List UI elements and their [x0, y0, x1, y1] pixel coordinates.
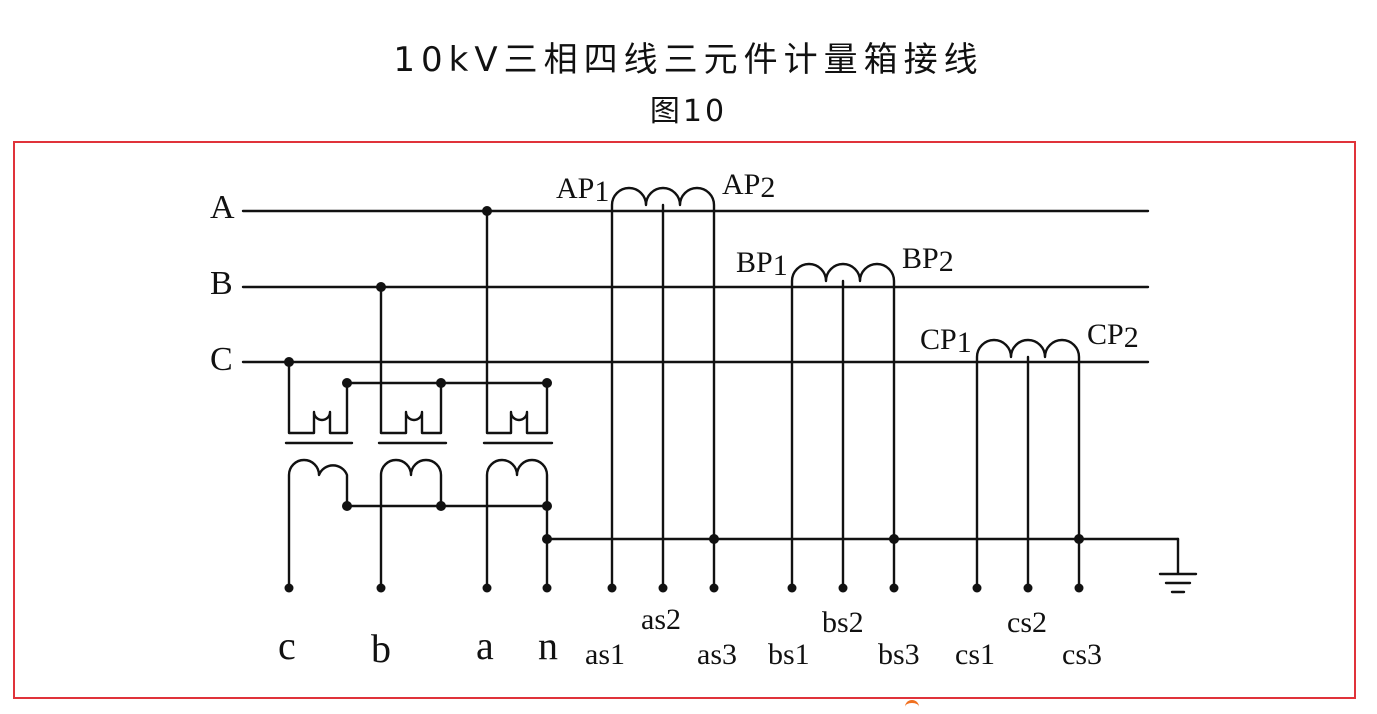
ct-b-p1-label: BP1: [736, 246, 788, 282]
ground-icon: [1158, 537, 1198, 594]
terminal-as3: as3: [697, 638, 737, 671]
terminal-bs1: bs1: [768, 638, 810, 671]
terminal-cs2: cs2: [1007, 606, 1047, 639]
terminal-cs3: cs3: [1062, 638, 1102, 671]
ct-a-p1-label: AP1: [556, 172, 609, 208]
terminal-as2: as2: [641, 603, 681, 636]
pt-c-secondary: [287, 458, 349, 590]
ct-c-coil: [975, 338, 1081, 590]
diagram-title: 10kV三相四线三元件计量箱接线: [393, 40, 984, 80]
ct-c-p1-label: CP1: [920, 323, 972, 359]
diagram-frame: [13, 141, 1356, 699]
bus-label-b: B: [210, 265, 233, 302]
pt-b-secondary: [379, 458, 443, 590]
ct-a-p2-label: AP2: [722, 168, 775, 204]
pt-a-secondary: [485, 458, 549, 590]
bus-label-a: A: [210, 189, 235, 226]
ct-b-coil: [790, 262, 896, 590]
terminal-cs1: cs1: [955, 638, 995, 671]
pt-c-primary-wire: [287, 360, 349, 435]
terminal-c: c: [278, 623, 296, 668]
decorative-mark: [905, 700, 919, 714]
terminal-a: a: [476, 623, 494, 668]
terminal-b: b: [371, 626, 391, 671]
ct-a-coil: [610, 186, 716, 590]
junction-dots: [284, 206, 1084, 593]
ct-c-p2-label: CP2: [1087, 318, 1139, 354]
terminal-n: n: [538, 623, 558, 668]
ct-b-p2-label: BP2: [902, 242, 954, 278]
bus-label-c: C: [210, 341, 233, 378]
terminal-bs3: bs3: [878, 638, 920, 671]
pt-a-primary-wire: [485, 209, 549, 435]
figure-label: 图10: [649, 94, 728, 129]
terminal-as1: as1: [585, 638, 625, 671]
pt-b-primary-wire: [379, 285, 443, 435]
terminal-bs2: bs2: [822, 606, 864, 639]
